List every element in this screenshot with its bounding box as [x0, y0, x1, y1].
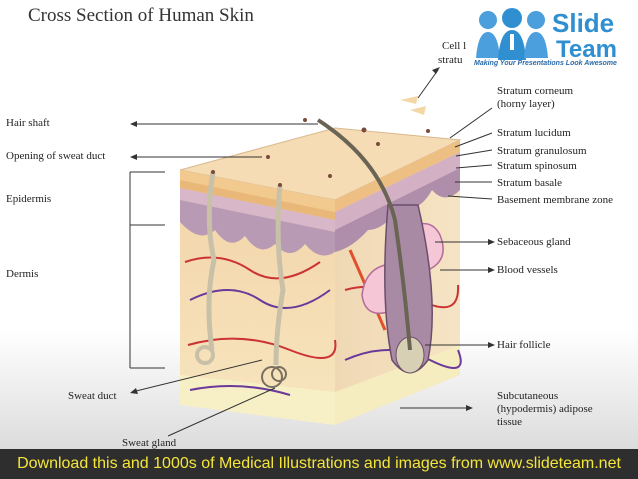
- pore: [426, 129, 430, 133]
- pore: [278, 183, 282, 187]
- blood-vessel: [344, 349, 462, 369]
- arrow-head: [488, 267, 495, 273]
- pore: [376, 142, 380, 146]
- arrow-head: [432, 67, 440, 74]
- sweat-gland-pointer: [167, 387, 276, 437]
- label-stratum-granulosum: Stratum granulosum: [497, 145, 587, 157]
- blood-vessel: [189, 289, 331, 309]
- sweat-duct: [206, 171, 217, 351]
- arrow-head: [466, 405, 473, 411]
- corneum-pointer: [449, 107, 493, 139]
- sweat-gland: [261, 366, 283, 388]
- label-dermis: Dermis: [6, 268, 39, 280]
- stratum-granulosum-layer: [180, 188, 335, 232]
- arrow-head: [130, 388, 138, 394]
- label-stratum-spinosum: Stratum spinosum: [497, 160, 577, 172]
- arrow-head: [488, 239, 495, 245]
- logo-tagline: Making Your Presentations Look Awesome: [474, 60, 617, 67]
- label-epidermis: Epidermis: [6, 193, 52, 205]
- epidermis-bracket: [129, 171, 165, 369]
- arrow-head: [488, 342, 495, 348]
- download-banner[interactable]: Download this and 1000s of Medical Illus…: [0, 449, 638, 479]
- label-tissue: tissue: [497, 416, 523, 428]
- sweat-gland: [271, 366, 287, 382]
- skin-cross-section-diagram: [129, 67, 495, 437]
- blood-vessel: [189, 385, 291, 396]
- pore: [303, 118, 307, 122]
- label-cell-line2: stratu: [438, 54, 463, 66]
- people-logo-icon: [476, 8, 548, 60]
- stratum-corneum-layer: [180, 170, 335, 212]
- spinosum-pointer: [455, 164, 493, 169]
- label-subcutaneous: Subcutaneous: [497, 390, 559, 402]
- sebaceous-gland-left: [361, 264, 389, 314]
- blood-vessel: [184, 256, 321, 280]
- shedding-cells: [400, 96, 418, 104]
- sweat-duct: [273, 184, 286, 366]
- slideteam-logo[interactable]: Slide Team Making Your Presentations Loo…: [474, 6, 638, 68]
- right-granulosum-layer: [335, 152, 460, 230]
- subcutaneous-front: [180, 375, 335, 425]
- label-cell-line1: Cell l: [442, 40, 467, 52]
- logo-text-team: Team: [556, 36, 617, 63]
- pore: [266, 155, 270, 159]
- pore: [211, 170, 215, 174]
- sweat-duct-pointer: [131, 359, 263, 393]
- cell-pointer: [417, 69, 439, 99]
- label-hair-shaft: Hair shaft: [6, 117, 50, 129]
- label-stratum-corneum: Stratum corneum: [497, 85, 574, 97]
- label-sebaceous-gland: Sebaceous gland: [497, 236, 571, 248]
- lucidum-pointer: [454, 132, 493, 148]
- label-blood-vessels: Blood vessels: [497, 264, 558, 276]
- blood-vessel: [187, 337, 337, 359]
- arrow-head: [130, 121, 137, 127]
- label-stratum-lucidum: Stratum lucidum: [497, 127, 571, 139]
- granulosum-pointer: [455, 149, 493, 157]
- basement-pointer: [447, 195, 493, 200]
- label-stratum-basale: Stratum basale: [497, 177, 563, 189]
- shedding-cells: [410, 106, 426, 115]
- stratum-lucidum-layer: [180, 180, 335, 220]
- pore: [361, 127, 367, 133]
- pore: [328, 174, 332, 178]
- stratum-spinosum-layer: [180, 200, 335, 256]
- banner-text[interactable]: Download this and 1000s of Medical Illus…: [17, 455, 621, 472]
- right-corneum-layer: [335, 140, 460, 212]
- label-sweat-duct-opening: Opening of sweat duct: [6, 150, 106, 162]
- label-hypodermis: (hypodermis) adipose: [497, 403, 593, 415]
- label-sweat-duct: Sweat duct: [68, 390, 117, 402]
- label-horny-layer: (horny layer): [497, 98, 555, 110]
- subcutaneous-right: [335, 345, 460, 425]
- hair-shaft: [316, 118, 412, 351]
- right-spinosum-layer: [335, 168, 460, 252]
- label-hair-follicle: Hair follicle: [497, 339, 551, 351]
- label-sweat-gland: Sweat gland: [122, 437, 177, 449]
- arrow-head: [130, 154, 137, 160]
- sweat-gland: [195, 345, 215, 365]
- label-basement-membrane: Basement membrane zone: [497, 194, 614, 206]
- logo-text-slide: Slide: [552, 8, 615, 38]
- page-title: Cross Section of Human Skin: [28, 5, 254, 26]
